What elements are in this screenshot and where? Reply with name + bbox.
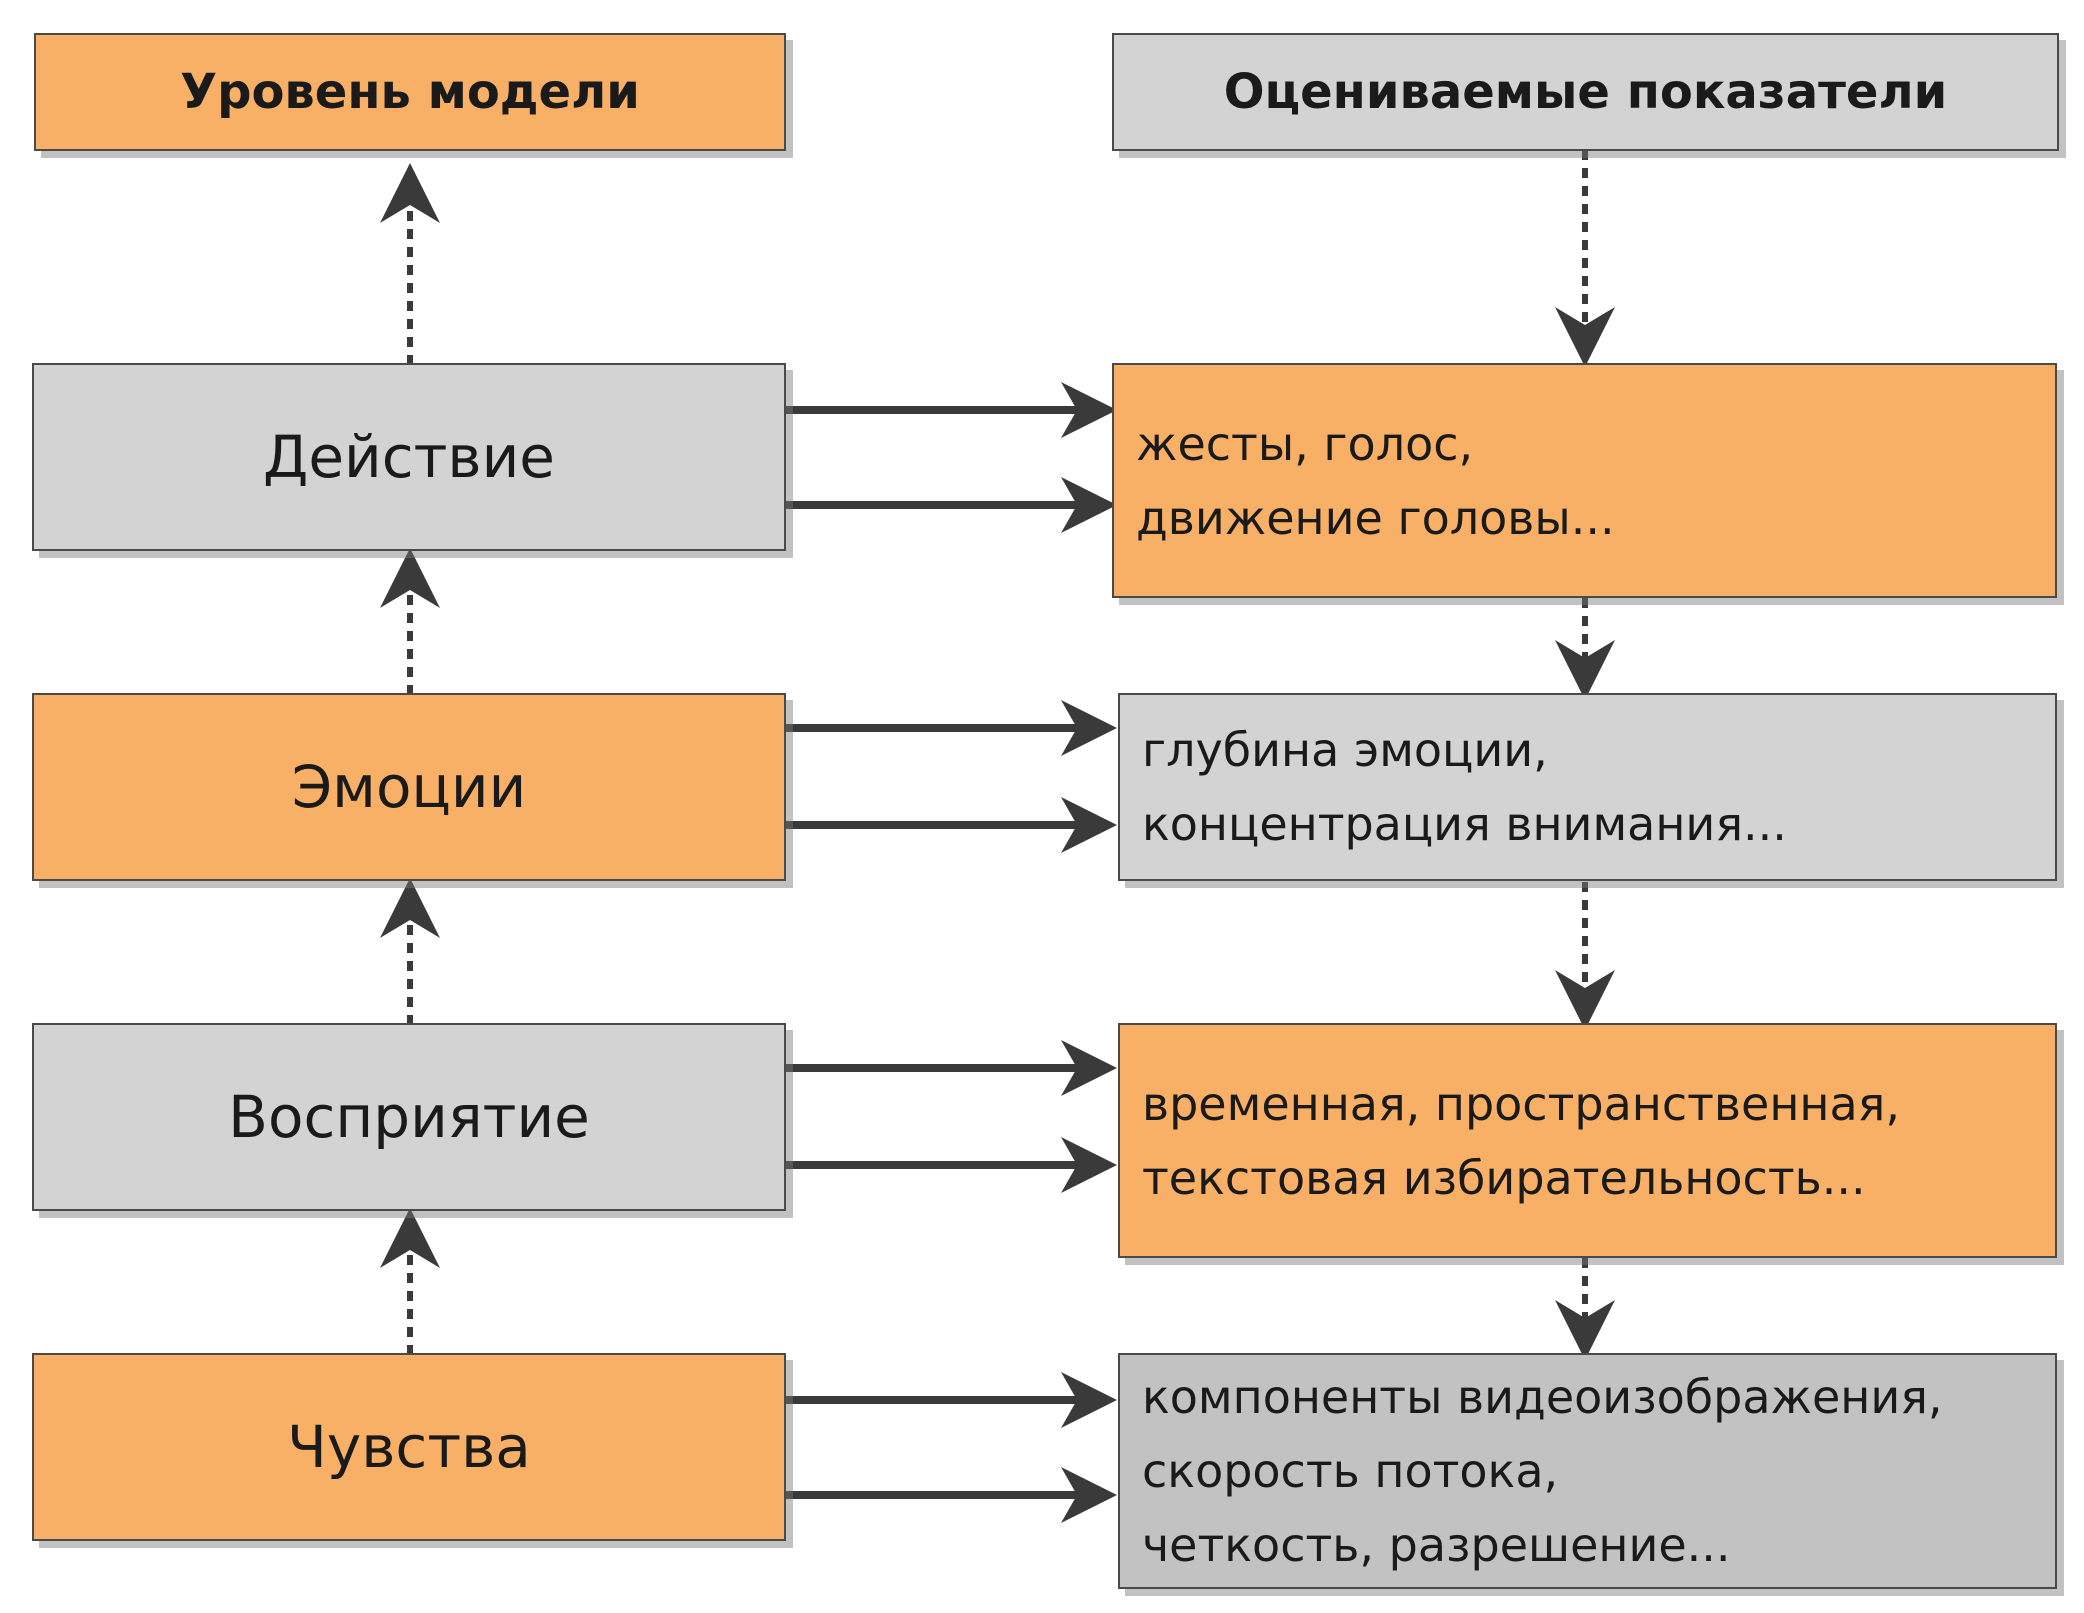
metric-action: жесты, голос, движение головы... (1112, 363, 2057, 598)
level-label: Восприятие (228, 1083, 590, 1151)
metric-line: текстовая избирательность... (1142, 1150, 1866, 1205)
level-perception: Восприятие (32, 1023, 786, 1211)
level-label: Действие (263, 423, 555, 491)
metric-perception: временная, пространственная, текстовая и… (1118, 1023, 2057, 1258)
metric-senses: компоненты видеоизображения, скорость по… (1118, 1353, 2057, 1589)
metric-line: компоненты видеоизображения, (1142, 1370, 1943, 1424)
metric-emotions: глубина эмоции, концентрация внимания... (1118, 693, 2057, 881)
metric-line: глубина эмоции, (1142, 723, 1548, 777)
header-evaluated-metrics-label: Оцениваемые показатели (1223, 64, 1948, 120)
level-label: Чувства (287, 1413, 531, 1481)
metric-line: жесты, голос, (1136, 416, 1474, 471)
level-emotions: Эмоции (32, 693, 786, 881)
header-model-level-label: Уровень модели (180, 64, 640, 120)
level-action: Действие (32, 363, 786, 551)
metric-line: движение головы... (1136, 490, 1615, 545)
header-evaluated-metrics: Оцениваемые показатели (1112, 33, 2059, 151)
metric-line: четкость, разрешение... (1142, 1518, 1731, 1572)
level-label: Эмоции (291, 753, 527, 821)
metric-line: концентрация внимания... (1142, 797, 1787, 851)
level-senses: Чувства (32, 1353, 786, 1541)
metric-line: временная, пространственная, (1142, 1076, 1900, 1131)
header-model-level: Уровень модели (34, 33, 786, 151)
metric-line: скорость потока, (1142, 1444, 1559, 1498)
